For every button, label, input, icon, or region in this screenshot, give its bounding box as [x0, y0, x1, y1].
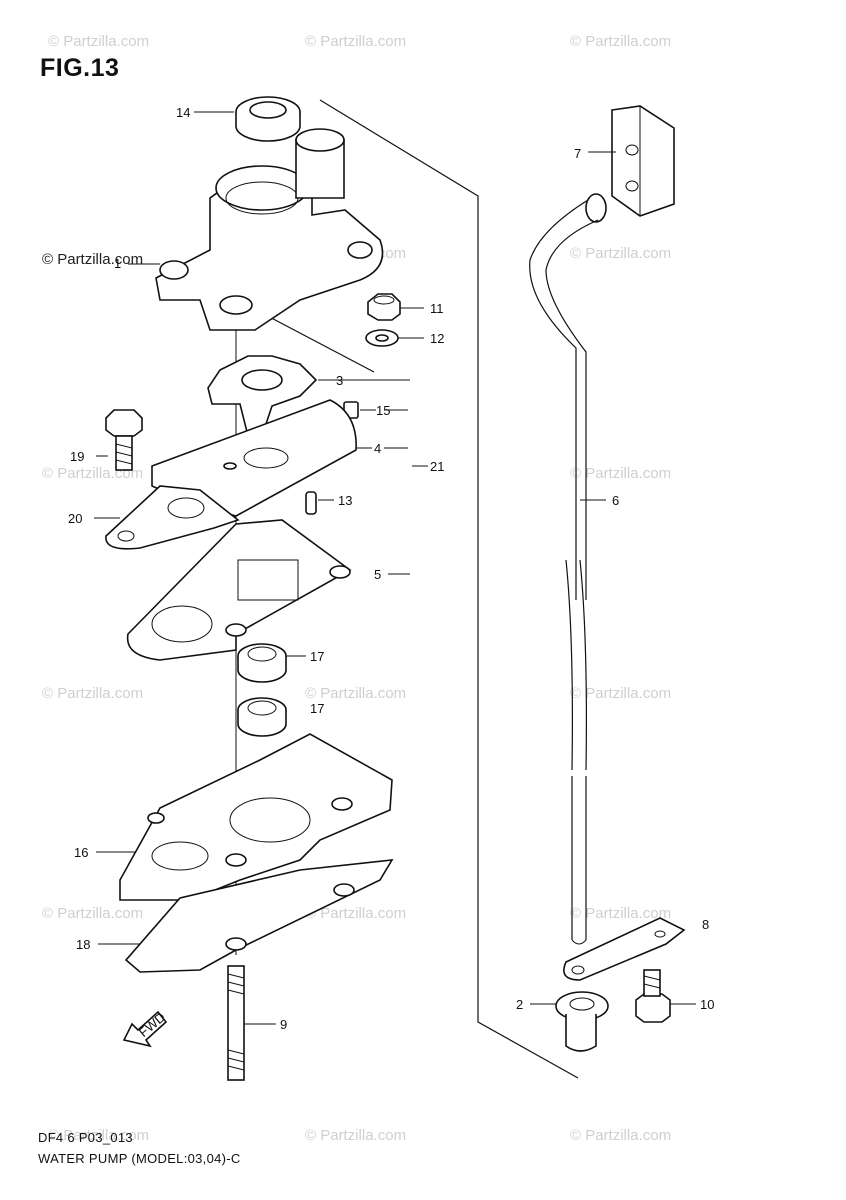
oil-seal-part-17b [237, 697, 287, 737]
gasket-part-18 [124, 859, 394, 973]
callout-1: 1 [114, 256, 121, 271]
watermark: © Partzilla.com [570, 685, 671, 702]
oil-seal-part-17a [237, 643, 287, 683]
callout-14: 14 [176, 105, 190, 120]
nut-part-11 [367, 293, 401, 321]
callout-2: 2 [516, 997, 523, 1012]
callout-20: 20 [68, 511, 82, 526]
callout-10: 10 [700, 997, 714, 1012]
gasket-part-5 [126, 519, 352, 661]
callout-17: 17 [310, 649, 324, 664]
callout-11: 11 [430, 301, 444, 316]
grommet-part-2 [555, 991, 609, 1052]
grommet-part-7 [611, 105, 675, 217]
watermark: © Partzilla.com [42, 685, 143, 702]
watermark: © Partzilla.com [570, 905, 671, 922]
watermark: © Partzilla.com [305, 905, 406, 922]
callout-21: 21 [430, 459, 444, 474]
assembly-leader-line [259, 311, 375, 373]
callout-12: 12 [430, 331, 444, 346]
callout-18: 18 [76, 937, 90, 952]
watermark-main: © Partzilla.com [42, 251, 143, 268]
callout-4: 4 [374, 441, 381, 456]
callout-6: 6 [612, 493, 619, 508]
bolt-part-10 [635, 969, 671, 1023]
watermark: © Partzilla.com [570, 465, 671, 482]
watermark: © Partzilla.com [42, 905, 143, 922]
forward-arrow-icon: FWD [122, 1009, 168, 1048]
callout-17: 17 [310, 701, 324, 716]
watermark: © Partzilla.com [305, 33, 406, 50]
callout-9: 9 [280, 1017, 287, 1032]
watermark: © Partzilla.com [48, 33, 149, 50]
callout-3: 3 [336, 373, 343, 388]
callout-13: 13 [338, 493, 352, 508]
watermark: © Partzilla.com [305, 1127, 406, 1144]
callout-19: 19 [70, 449, 84, 464]
watermark: © Partzilla.com [570, 245, 671, 262]
oil-seal-part-14 [235, 96, 301, 142]
watermark: © Partzilla.com [305, 685, 406, 702]
diagram-description: WATER PUMP (MODEL:03,04)-C [38, 1151, 241, 1166]
water-tube-part-6 [529, 193, 607, 945]
assembly-bracket [319, 99, 579, 1079]
callout-labels: 14 1 7 11 12 3 15 4 21 19 20 13 5 6 17 1… [68, 105, 714, 1032]
watermark: © Partzilla.com [570, 1127, 671, 1144]
watermark: © Partzilla.com [570, 33, 671, 50]
pump-case-part-1 [155, 128, 384, 331]
watermark: © Partzilla.com [48, 1127, 149, 1144]
callout-7: 7 [574, 146, 581, 161]
callout-15: 15 [376, 403, 390, 418]
pin-part-13 [305, 491, 317, 515]
impeller-part-3 [207, 355, 318, 437]
figure-title: FIG.13 [40, 54, 120, 82]
clamp-part-8 [563, 917, 686, 981]
washer-part-12 [365, 329, 399, 347]
callout-5: 5 [374, 567, 381, 582]
callout-8: 8 [702, 917, 709, 932]
callout-16: 16 [74, 845, 88, 860]
stud-bolt-part-9 [227, 965, 245, 1081]
bolt-part-19 [105, 409, 143, 471]
leader-lines [94, 111, 696, 1025]
diagram-code: DF4 6 P03_013 [38, 1130, 133, 1145]
gasket-part-20 [105, 485, 240, 550]
